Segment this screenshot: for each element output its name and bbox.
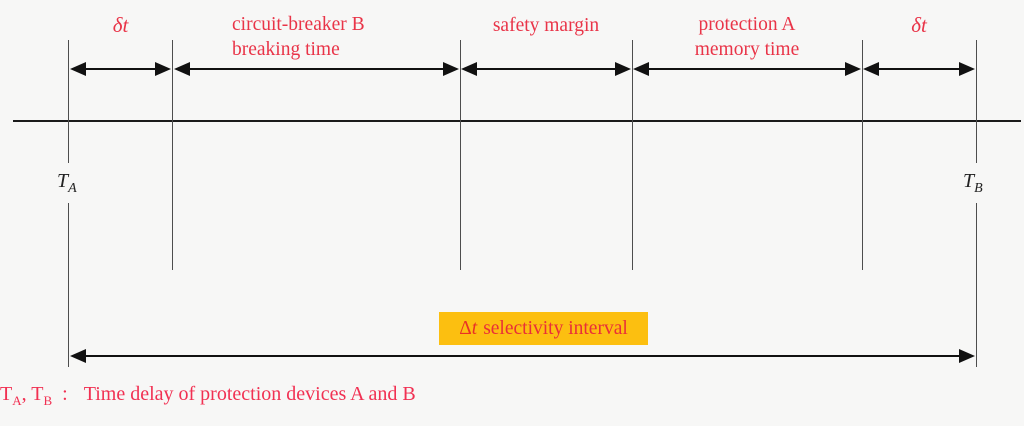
arrowhead-right-icon (155, 62, 171, 76)
caption-legend: TA, TB:Time delay of protection devices … (0, 383, 416, 409)
arrow-shaft (477, 68, 615, 70)
arrowhead-left-icon (70, 62, 86, 76)
caption-t2-subscript: B (43, 393, 53, 408)
label-memory-time-line2: memory time (694, 39, 800, 60)
selectivity-t-symbol: t (471, 317, 478, 339)
arrow-breaking-time (174, 62, 459, 76)
arrow-dt-left (70, 62, 171, 76)
caption-separator: , (21, 383, 32, 405)
arrow-shaft (879, 68, 959, 70)
tick-dt-right-start (862, 40, 863, 270)
arrowhead-right-icon (959, 349, 975, 363)
tick-memory-start (632, 40, 633, 270)
arrow-memory-time (633, 62, 861, 76)
arrow-shaft (649, 68, 845, 70)
tick-safety-start (460, 40, 461, 270)
marker-tb-subscript: B (974, 181, 983, 196)
arrow-selectivity-interval (70, 349, 975, 363)
arrowhead-right-icon (615, 62, 631, 76)
marker-ta-base: T (57, 170, 69, 192)
arrow-shaft (86, 355, 959, 357)
caption-t2-base: T (31, 383, 44, 405)
label-breaking-time: circuit-breaker B breaking time (232, 12, 365, 62)
caption-text: Time delay of protection devices A and B (83, 383, 416, 405)
tick-breaking-start (172, 40, 173, 270)
tick-tb-lower (976, 203, 977, 367)
time-axis-line (13, 120, 1021, 122)
arrowhead-left-icon (174, 62, 190, 76)
marker-ta-subscript: A (68, 181, 77, 196)
tick-ta-upper (68, 40, 69, 163)
arrow-shaft (190, 68, 443, 70)
arrowhead-left-icon (70, 349, 86, 363)
label-breaking-time-line2: breaking time (232, 39, 340, 60)
label-breaking-time-line1: circuit-breaker B (232, 14, 365, 35)
caption-t1-subscript: A (12, 393, 22, 408)
arrowhead-right-icon (443, 62, 459, 76)
caption-t1-base: T (0, 383, 13, 405)
arrow-dt-right (863, 62, 975, 76)
arrowhead-left-icon (863, 62, 879, 76)
label-dt-left: δt (112, 13, 129, 37)
label-dt-right: δt (911, 13, 927, 37)
tick-tb-upper (976, 40, 977, 163)
arrowhead-right-icon (845, 62, 861, 76)
label-memory-time: protection A memory time (632, 12, 862, 62)
tick-ta-lower (68, 203, 69, 367)
caption-colon: : (62, 383, 68, 405)
selectivity-delta-symbol: Δ (459, 317, 472, 339)
marker-tb: TB (963, 170, 983, 197)
marker-tb-base: T (963, 170, 975, 192)
arrow-safety-margin (461, 62, 631, 76)
arrowhead-left-icon (461, 62, 477, 76)
selectivity-label-text: selectivity interval (483, 317, 628, 339)
arrowhead-right-icon (959, 62, 975, 76)
arrowhead-left-icon (633, 62, 649, 76)
marker-ta: TA (57, 170, 77, 197)
label-safety-margin: safety margin (492, 15, 600, 36)
label-memory-time-line1: protection A (698, 14, 796, 35)
arrow-shaft (86, 68, 155, 70)
